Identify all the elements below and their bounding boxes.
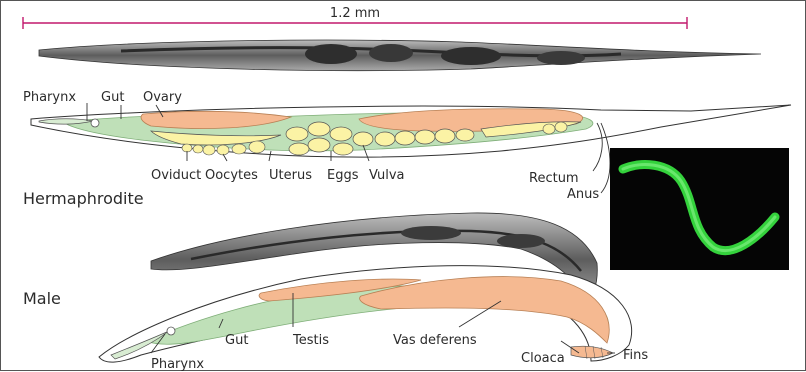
- label-oocytes: Oocytes: [205, 168, 258, 183]
- label-vulva: Vulva: [369, 168, 405, 183]
- label-oviduct: Oviduct: [151, 168, 201, 183]
- fluorescent-worm-photo: [610, 148, 789, 270]
- male-schematic: [99, 266, 632, 362]
- label-rectum: Rectum: [529, 171, 579, 186]
- label-gut-hermaphrodite: Gut: [101, 90, 124, 105]
- label-cloaca: Cloaca: [521, 351, 565, 366]
- label-anus: Anus: [567, 187, 599, 202]
- title-hermaphrodite: Hermaphrodite: [23, 189, 144, 208]
- label-eggs: Eggs: [327, 168, 359, 183]
- label-pharynx-male: Pharynx: [151, 357, 204, 372]
- label-uterus: Uterus: [269, 168, 312, 183]
- label-fins: Fins: [623, 348, 648, 363]
- scale-bar-label: 1.2 mm: [330, 6, 380, 21]
- label-vas-deferens: Vas deferens: [393, 333, 477, 348]
- title-male: Male: [23, 289, 61, 308]
- label-testis: Testis: [292, 333, 329, 348]
- label-pharynx-hermaphrodite: Pharynx: [23, 90, 76, 105]
- label-ovary: Ovary: [143, 90, 182, 105]
- label-gut-male: Gut: [225, 333, 248, 348]
- hermaphrodite-micrograph: [39, 40, 761, 71]
